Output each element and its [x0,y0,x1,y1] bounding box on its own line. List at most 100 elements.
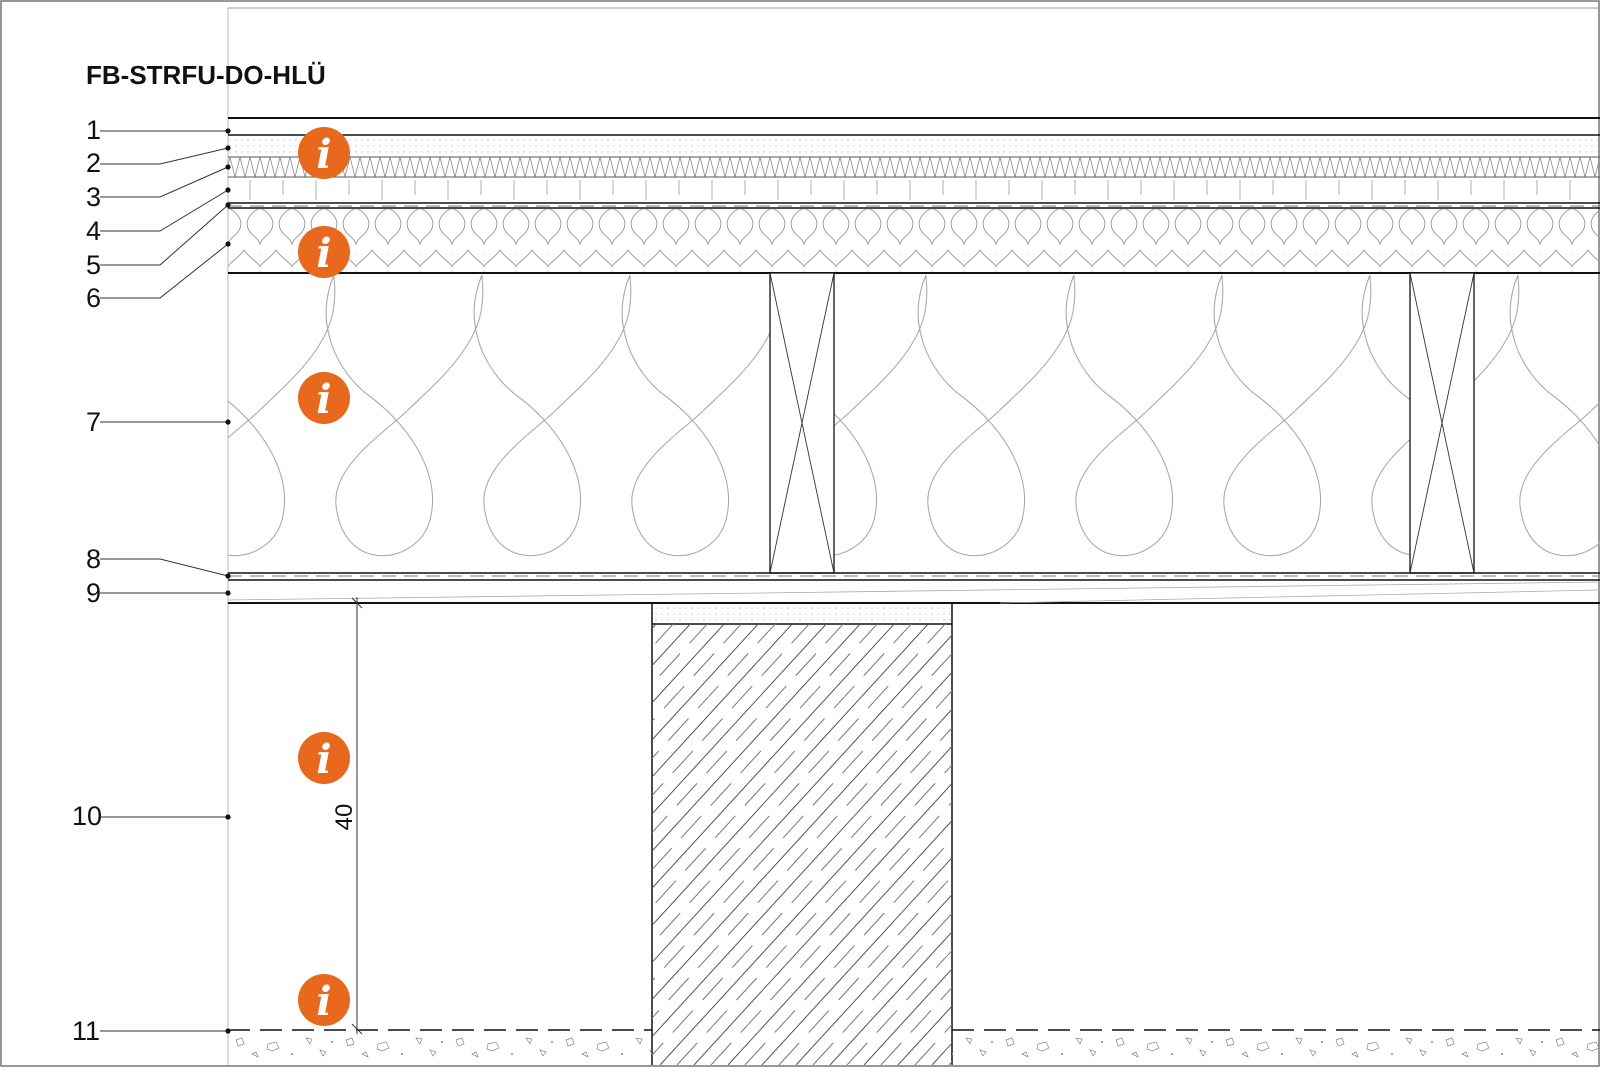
info-glyph: i [316,736,331,783]
callout-7: 7 [86,407,101,437]
leader-line [100,558,229,577]
leader-dot [225,202,231,208]
post-hatch [727,819,952,1065]
insulation-loop [228,275,336,557]
callout-4: 4 [86,216,101,246]
post-hatch-dashed [880,986,952,1065]
leader-dot [225,814,231,820]
info-button-insulation-joists[interactable]: i [298,372,350,424]
layer-impact-insulation [228,157,1600,178]
leader-dot [225,1028,231,1034]
leader-dot [225,128,231,134]
joists [769,272,1475,574]
leader-line [100,166,229,198]
post-hatch [652,671,952,1001]
layer-board [228,572,1600,581]
info-icon [298,226,350,278]
info-glyph: i [316,230,331,277]
post-hatch [652,624,827,815]
post-hatch-dashed [812,912,952,1065]
layer-screed [228,137,1600,158]
callout-5: 5 [86,250,101,280]
info-icon [298,372,350,424]
info-button-insulation-top[interactable]: i [298,226,350,278]
post-hatch-dashed [652,690,952,1019]
insulation-loop [621,275,780,557]
leader-dot [225,573,231,579]
leader-line [100,243,229,299]
insulation-loop [1065,275,1224,557]
insulation-loop [1509,275,1600,557]
post-hatch [659,745,952,1065]
joist-cross [769,272,835,574]
post-hatch-dashed [652,624,708,685]
post-hatch [652,624,929,927]
post-hatch-dashed [914,1023,952,1065]
post-hatch-dashed [652,624,912,908]
callout-2: 2 [86,148,101,178]
joist-cross [1409,272,1475,574]
post-hatch-dashed [652,624,776,760]
post-hatch [652,624,691,667]
post-hatch-dashed [652,624,810,797]
dimension-label: 40 [331,804,358,831]
post-hatch-dashed [652,624,742,723]
post-hatch [652,624,759,741]
leader-line [100,189,229,232]
leader-dot [225,590,231,596]
concrete-post [651,574,1501,1065]
post-hatch-dashed [846,949,952,1065]
post-hatch-dashed [652,652,952,982]
post-hatch-dashed [744,838,952,1065]
post-hatch [897,1005,952,1065]
layer-floor-covering [228,117,1600,136]
post-hatch-dashed [652,624,946,945]
layer-decking [227,581,1600,604]
info-button-air-space[interactable]: i [298,732,350,784]
info-icon [298,127,350,179]
post-hatch [652,624,725,704]
leader-dot [225,164,231,170]
callout-10: 10 [72,801,102,831]
callout-9: 9 [86,578,101,608]
post-hatch-dashed [652,624,844,834]
info-icon [298,732,350,784]
layer-insulation-top [228,209,1600,274]
callout-3: 3 [86,182,101,212]
leader-line [100,147,229,165]
post-cap [652,604,952,624]
post-hatch [693,782,952,1065]
callout-11: 11 [72,1016,100,1046]
post-hatch [829,931,952,1065]
post-hatch-dashed [1051,574,1501,1065]
insulation-loop [325,275,484,557]
layer-fill [228,180,1600,207]
info-glyph: i [316,131,331,178]
post-hatch-dashed [652,727,952,1056]
dimension-line [351,597,363,1035]
leader-dot [225,241,231,247]
info-button-screed[interactable]: i [298,127,350,179]
leader-dot [225,187,231,193]
post-hatch [652,624,861,852]
info-button-ground[interactable]: i [298,974,350,1026]
post-hatch [1000,574,1450,1065]
callout-leaders [100,128,231,1034]
post-hatch-dashed [983,574,1433,1065]
post-hatch-dashed [1017,574,1467,1065]
post-hatch [652,624,895,889]
insulation-loop [473,275,632,557]
post-hatch-dashed [676,764,952,1065]
info-glyph: i [316,978,331,1025]
insulation-loop [917,275,1076,557]
insulation-loop [1361,275,1520,557]
drawing-title: FB-STRFU-DO-HLÜ [86,60,326,90]
post-hatch [863,968,952,1065]
post-hatch [966,574,1416,1065]
callout-6: 6 [86,283,101,313]
post-hatch [931,1042,952,1065]
info-icon [298,974,350,1026]
post-hatch [1034,574,1484,1065]
